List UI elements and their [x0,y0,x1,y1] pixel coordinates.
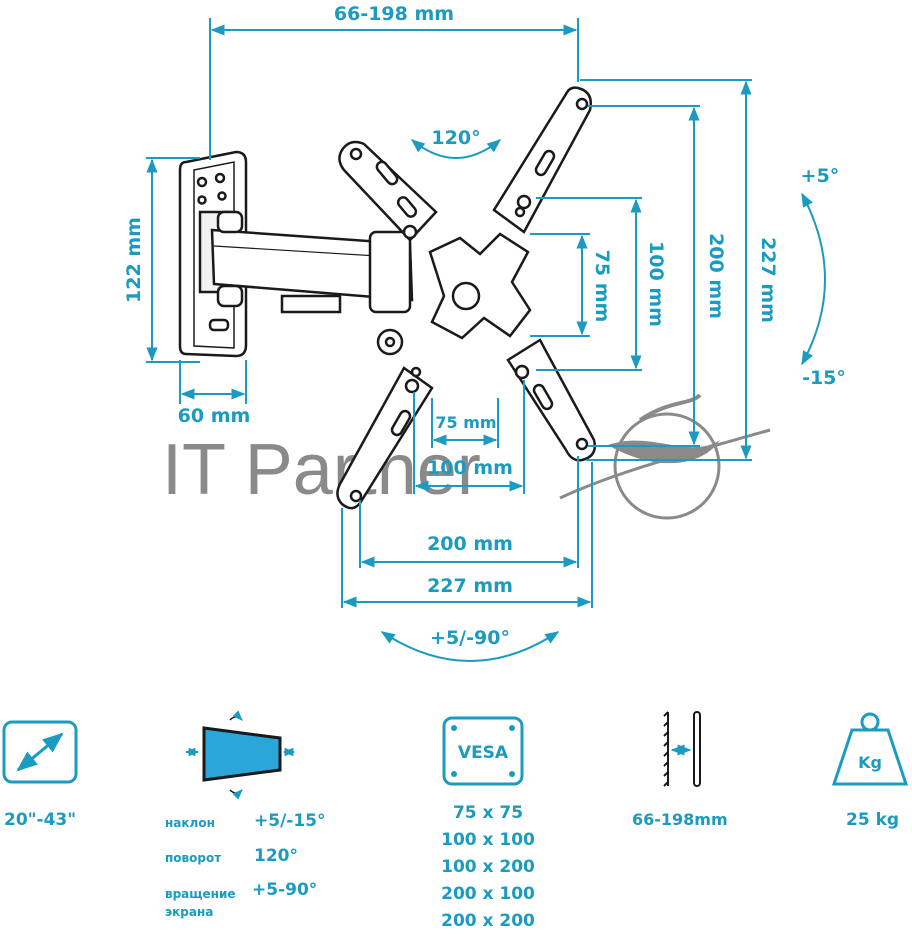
wall-width-label: 60 mm [178,405,251,427]
screen-size-icon [2,720,78,784]
tilt-label: наклон [165,816,215,830]
watermark-text: IT Partner [162,430,481,510]
tilt-swivel-icon [184,710,296,800]
vesa-horizontal-227-label: 227 mm [427,575,513,597]
vesa-size-item: 200 x 200 [441,911,535,931]
vesa-horizontal-75-label: 75 mm [435,413,496,432]
vesa-size-item: 100 x 100 [441,830,535,850]
vesa-plate [336,86,596,510]
rotation-label-line2: экрана [165,905,214,919]
arm-reach-label: 66-198 mm [334,3,454,25]
vesa-horizontal-100-label: 100 mm [427,457,513,479]
vesa-badge: VESA [458,743,509,763]
vesa-vertical-75-label: 75 mm [591,250,613,323]
vesa-horizontal-200-label: 200 mm [427,533,513,555]
rotation-value: +5-90° [252,880,318,900]
wall-height-label: 122 mm [123,217,145,303]
vesa-vertical-200-label: 200 mm [705,233,727,319]
vesa-size-item: 200 x 100 [441,884,535,904]
weight-badge: Kg [858,753,882,772]
max-load-value: 25 kg [846,810,900,830]
swivel-angle-label: 120° [431,127,480,149]
vesa-icon: VESA [442,716,524,786]
tilt-up-label: +5° [801,165,840,187]
dimension-lines [146,18,826,662]
vesa-list: 75 x 75 100 x 100 100 x 200 200 x 100 20… [438,800,538,935]
wall-distance-value: 66-198mm [632,810,728,829]
vesa-size-item: 100 x 200 [441,857,535,877]
rotation-label-line1: вращение [165,887,236,901]
tilt-down-label: -15° [802,367,846,389]
tilt-value: +5/-15° [254,811,326,831]
swivel-value: 120° [254,846,298,866]
articulating-arm [210,210,414,356]
rotation-angle-label: +5/-90° [430,627,510,649]
screen-size-value: 20"-43" [4,810,77,830]
vesa-vertical-227-label: 227 mm [757,237,779,323]
wall-distance-icon [663,711,701,787]
vesa-vertical-100-label: 100 mm [645,241,667,327]
weight-icon: Kg [831,712,909,786]
swivel-label: поворот [165,851,222,865]
vesa-size-item: 75 x 75 [452,803,524,823]
